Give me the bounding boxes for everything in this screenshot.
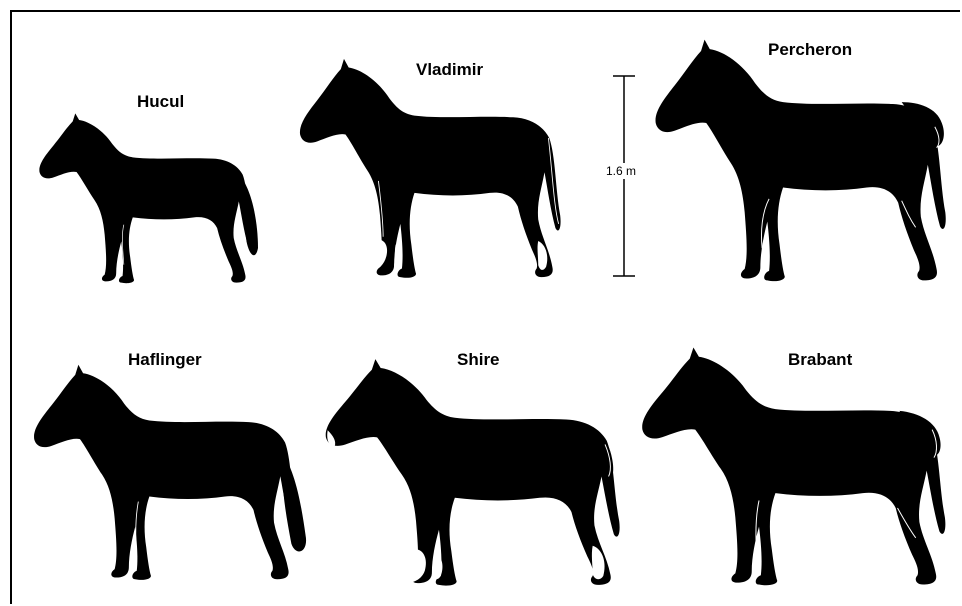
horse-vladimir	[286, 52, 568, 284]
horse-percheron	[640, 32, 954, 288]
horse-hucul	[28, 108, 258, 288]
horse-brabant	[626, 340, 954, 592]
scale-bar-label: 1.6 m	[606, 163, 636, 179]
horse-haflinger	[20, 358, 304, 586]
horse-shire	[310, 352, 628, 592]
